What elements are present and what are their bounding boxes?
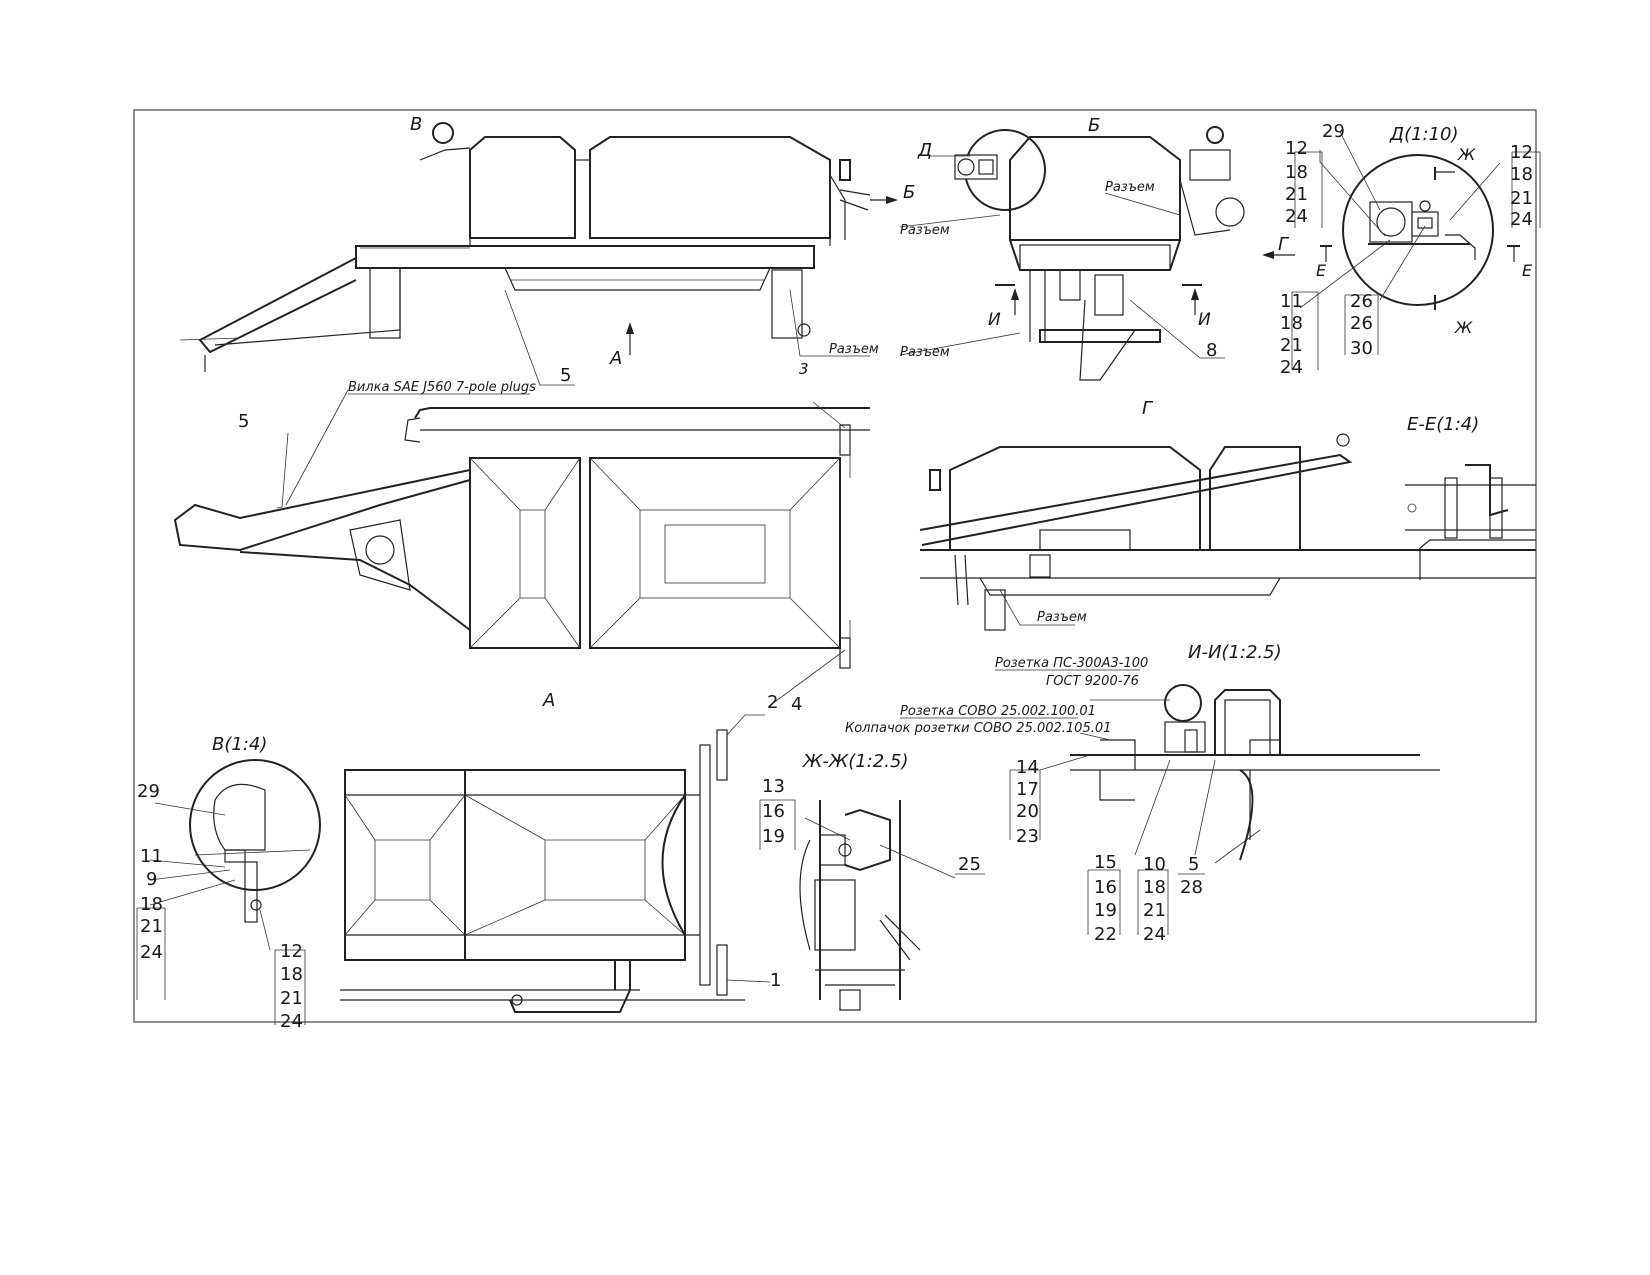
note-kolpachok: Колпачок розетки СОВО 25.002.105.01 (845, 721, 1111, 736)
callout-2: 2 (767, 692, 778, 713)
rear-view-B (899, 126, 1295, 381)
label-detail-V-scale: В(1:4) (212, 734, 267, 755)
callout-5-left: 5 (238, 411, 249, 432)
section-ZhZh (759, 799, 956, 1011)
label-arrow-A: А (609, 348, 622, 369)
callout-21-D: 21 (1280, 335, 1303, 356)
callout-17: 17 (1016, 779, 1039, 800)
callout-14: 14 (1016, 757, 1039, 778)
callout-24-D: 24 (1280, 357, 1303, 378)
callout-24-D-left: 24 (1285, 206, 1308, 227)
callout-22: 22 (1094, 924, 1117, 945)
note-razem-left: Разъем (900, 223, 950, 238)
callout-12-D-left: 12 (1285, 138, 1308, 159)
detail-V (136, 759, 321, 1025)
label-arrow-G: Г (1278, 234, 1290, 255)
label-section-I-left: И (988, 310, 1001, 330)
callout-28: 28 (1180, 877, 1203, 898)
note-rozetka-ps: Розетка ПС-300А3-100 (995, 656, 1148, 671)
callout-11-V: 11 (140, 846, 163, 867)
label-section-I-right: И (1198, 310, 1211, 330)
callout-15: 15 (1094, 852, 1117, 873)
label-section-II: И-И(1:2.5) (1188, 642, 1282, 663)
callout-25: 25 (958, 854, 981, 875)
note-gost: ГОСТ 9200-76 (1046, 674, 1139, 689)
callout-19: 19 (762, 826, 785, 847)
label-Zh-bottom: Ж (1454, 318, 1473, 337)
label-view-A: А (542, 690, 555, 711)
callout-19b: 19 (1094, 900, 1117, 921)
callout-9-V: 9 (146, 869, 157, 890)
callout-5b: 5 (1188, 854, 1199, 875)
label-Zh-top: Ж (1457, 145, 1476, 164)
plan-view (173, 389, 870, 705)
callout-23: 23 (1016, 826, 1039, 847)
label-E-right: Е (1522, 261, 1533, 280)
note-razem-G: Разъем (1037, 610, 1087, 625)
callout-16: 16 (762, 801, 785, 822)
callout-18-D-right: 18 (1510, 164, 1533, 185)
view-G (919, 433, 1536, 631)
label-section-ZhZh: Ж-Ж(1:2.5) (802, 751, 908, 772)
callout-18-V2: 18 (280, 964, 303, 985)
callout-21-V: 21 (140, 916, 163, 937)
label-section-EE: Е-Е(1:4) (1407, 414, 1479, 435)
callout-10: 10 (1143, 854, 1166, 875)
label-E-left: Е (1316, 261, 1327, 280)
label-view-V-marker: В (410, 114, 422, 135)
label-detail-D-scale: Д(1:10) (1389, 124, 1459, 145)
callout-5-top: 5 (560, 365, 571, 386)
callout-13: 13 (762, 776, 785, 797)
callout-21b: 21 (1143, 900, 1166, 921)
label-view-G: Г (1142, 398, 1154, 419)
note-razem-bottom: Разъем (900, 345, 950, 360)
side-view (179, 122, 871, 386)
callout-4: 4 (791, 694, 802, 715)
callout-29-D: 29 (1322, 121, 1345, 142)
callout-24b: 24 (1143, 924, 1166, 945)
note-razem-right: Разъем (1105, 180, 1155, 195)
callout-21-D-left: 21 (1285, 184, 1308, 205)
callout-29-V: 29 (137, 781, 160, 802)
bottom-plan-view (340, 714, 771, 1013)
callout-26b: 26 (1350, 313, 1373, 334)
note-rozetka-sovo: Розетка СОВО 25.002.100.01 (900, 704, 1096, 719)
section-EE (1405, 464, 1536, 580)
callout-30: 30 (1350, 338, 1373, 359)
callout-12-D-right: 12 (1510, 142, 1533, 163)
callout-3: 3 (799, 360, 809, 378)
note-razem-side: Разъем (829, 342, 879, 357)
label-D-circle: Д (917, 140, 932, 161)
callout-24-V2: 24 (280, 1011, 303, 1032)
section-II (1009, 684, 1440, 935)
drawing-frame (133, 109, 1537, 1023)
callout-26a: 26 (1350, 291, 1373, 312)
callout-8: 8 (1206, 340, 1217, 361)
callout-18b: 18 (1143, 877, 1166, 898)
callout-21-V2: 21 (280, 988, 303, 1009)
callout-24-V: 24 (140, 942, 163, 963)
callout-11-D: 11 (1280, 291, 1303, 312)
callout-1: 1 (770, 970, 781, 991)
callout-16b: 16 (1094, 877, 1117, 898)
callout-21-D-right: 21 (1510, 188, 1533, 209)
callout-18-D: 18 (1280, 313, 1303, 334)
note-plug-sae: Вилка SAE J560 7-pole plugs (348, 380, 536, 395)
label-view-B: Б (1088, 115, 1100, 136)
callout-18-V: 18 (140, 894, 163, 915)
callout-18-D-left: 18 (1285, 162, 1308, 183)
detail-D (1291, 131, 1541, 370)
label-arrow-B: Б (903, 182, 915, 203)
callout-20: 20 (1016, 801, 1039, 822)
callout-24-D-right: 24 (1510, 209, 1533, 230)
callout-12-V2: 12 (280, 941, 303, 962)
